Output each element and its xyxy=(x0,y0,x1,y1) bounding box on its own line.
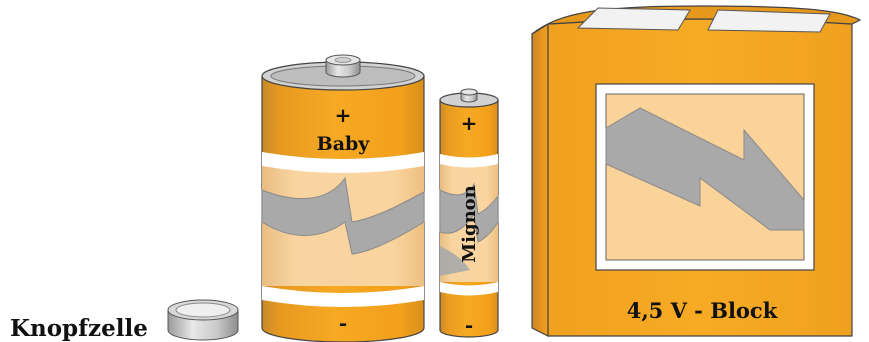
block-battery xyxy=(532,6,860,336)
button-cell-label: Knopfzelle xyxy=(10,315,148,342)
baby-plus-label: + xyxy=(335,103,352,127)
baby-name-label: Baby xyxy=(317,133,371,155)
mignon-name-label: Mignon xyxy=(459,185,480,263)
baby-minus-label: - xyxy=(339,311,347,335)
button-cell xyxy=(168,300,238,340)
mignon-minus-label: - xyxy=(465,313,473,337)
block-name-label: 4,5 V - Block xyxy=(627,298,778,323)
block-contact-left xyxy=(578,8,690,30)
baby-battery xyxy=(262,55,424,342)
block-contact-right xyxy=(708,10,830,32)
mignon-plus-label: + xyxy=(461,111,478,135)
